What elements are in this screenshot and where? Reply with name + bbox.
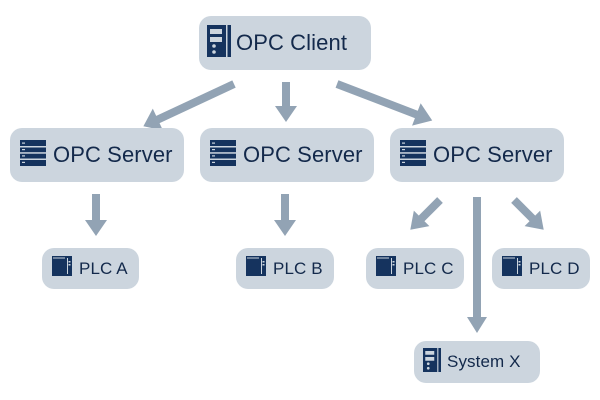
opc-client-node[interactable]: OPC Client bbox=[199, 16, 371, 70]
plc-module-icon bbox=[246, 256, 266, 281]
plc-c-label: PLC C bbox=[403, 258, 454, 278]
plc-b-label: PLC B bbox=[273, 258, 323, 278]
opc-server-node-1[interactable]: OPC Server bbox=[10, 128, 184, 182]
arrow-client-to-server-1 bbox=[143, 80, 236, 131]
arrow-server-3-to-plc-c bbox=[410, 197, 443, 230]
arrow-server-2-to-plc-b bbox=[274, 194, 296, 236]
system-x-node[interactable]: System X bbox=[414, 341, 540, 383]
server-rack-icon bbox=[20, 139, 46, 171]
plc-c-node[interactable]: PLC C bbox=[366, 248, 464, 289]
opc-server-label: OPC Server bbox=[243, 142, 363, 167]
plc-module-icon bbox=[502, 256, 522, 281]
plc-d-label: PLC D bbox=[529, 258, 580, 278]
server-rack-icon bbox=[400, 139, 426, 171]
opc-client-label: OPC Client bbox=[236, 30, 348, 55]
arrow-client-to-server-3 bbox=[335, 80, 433, 126]
system-x-label: System X bbox=[447, 352, 521, 371]
arrow-client-to-server-2 bbox=[275, 82, 297, 122]
server-rack-icon bbox=[210, 139, 236, 171]
plc-module-icon bbox=[376, 256, 396, 281]
opc-server-label: OPC Server bbox=[53, 142, 173, 167]
tower-computer-icon bbox=[207, 24, 231, 62]
opc-server-node-2[interactable]: OPC Server bbox=[200, 128, 374, 182]
plc-d-node[interactable]: PLC D bbox=[492, 248, 590, 289]
opc-server-node-3[interactable]: OPC Server bbox=[390, 128, 564, 182]
opc-server-label: OPC Server bbox=[433, 142, 553, 167]
plc-a-label: PLC A bbox=[79, 258, 128, 278]
plc-b-node[interactable]: PLC B bbox=[236, 248, 334, 289]
arrow-server-3-to-plc-d bbox=[511, 197, 544, 230]
arrow-server-1-to-plc-a bbox=[85, 194, 107, 236]
arrow-server-3-to-system-x bbox=[467, 197, 487, 333]
plc-a-node[interactable]: PLC A bbox=[42, 248, 139, 289]
plc-module-icon bbox=[52, 256, 72, 281]
tower-computer-icon bbox=[423, 347, 441, 377]
